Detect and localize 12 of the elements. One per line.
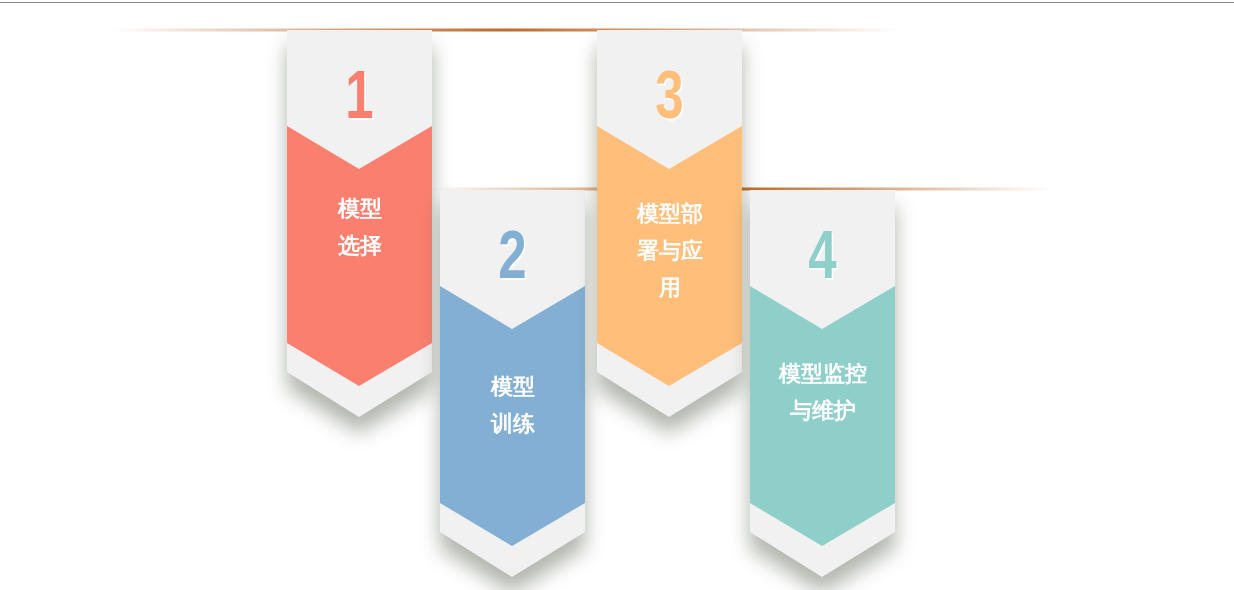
step-label: 模型监控与维护 [777,360,868,425]
step-number: 2 [497,218,528,290]
step-number: 3 [654,58,685,130]
step-label: 模型训练 [489,373,536,438]
step-label: 模型部署与应用 [635,200,704,302]
step-number: 1 [344,58,375,130]
ribbon-banner [440,190,585,577]
ribbon-banner [597,30,742,417]
ribbon-banner [287,30,432,417]
step-label: 模型选择 [336,195,383,260]
step-number: 4 [807,218,838,290]
ribbon-banner [750,190,895,577]
